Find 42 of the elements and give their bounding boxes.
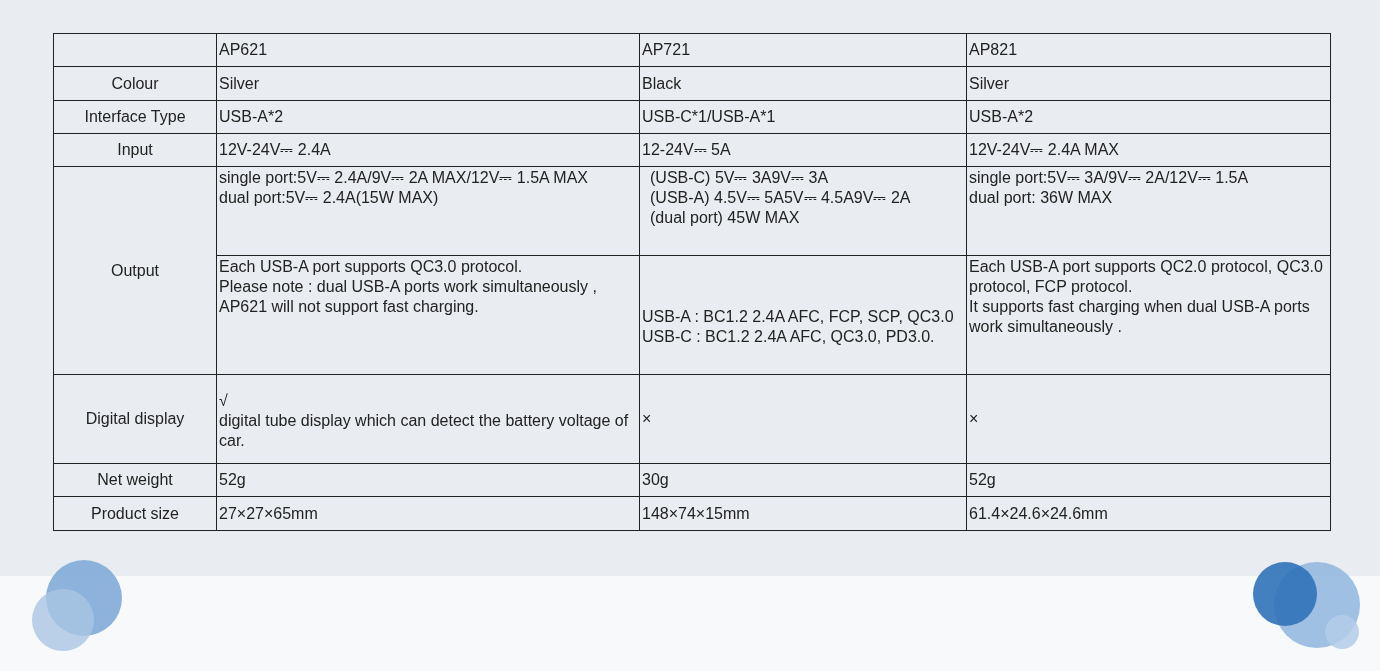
model-name: AP721 xyxy=(642,40,692,60)
spec-text: Silver xyxy=(219,73,260,94)
row-heading: Input xyxy=(116,140,154,160)
spec-text: single port:5V⎓ 3A/9V⎓ 2A/12V⎓ 1.5A xyxy=(969,168,1250,188)
model-name: AP621 xyxy=(219,40,269,60)
row-heading: Output xyxy=(110,260,160,281)
spec-text: 30g xyxy=(642,470,670,490)
spec-text: × xyxy=(642,409,653,429)
spec-text: 27×27×65mm xyxy=(219,503,319,524)
spec-text: dual port: 36W MAX xyxy=(969,188,1114,208)
spec-text: USB-A : BC1.2 2.4A AFC, FCP, SCP, QC3.0 xyxy=(642,306,955,327)
spec-text: single port:5V⎓ 2.4A/9V⎓ 2A MAX/12V⎓ 1.5A MAX xyxy=(219,168,589,188)
row-heading: Product size xyxy=(89,503,180,524)
spec-text: Each USB-A port supports QC2.0 protocol, QC3.0 protocol, FCP protocol. xyxy=(969,257,1324,297)
spec-text: 12-24V⎓ 5A xyxy=(642,140,732,160)
spec-text: USB-C*1/USB-A*1 xyxy=(642,107,777,127)
spec-text: 12V-24V⎓ 2.4A MAX xyxy=(969,140,1120,160)
model-name: AP821 xyxy=(969,40,1019,60)
spec-text: Each USB-A port supports QC3.0 protocol. xyxy=(219,257,524,277)
spec-text: 148×74×15mm xyxy=(642,503,751,524)
row-heading: Net weight xyxy=(96,470,174,490)
spec-text: USB-A*2 xyxy=(219,107,285,127)
spec-text: √ xyxy=(219,390,229,411)
row-heading: Interface Type xyxy=(83,107,187,127)
spec-text: It supports fast charging when dual USB-A ports work simultaneously . xyxy=(969,297,1311,337)
row-heading: Colour xyxy=(110,73,160,94)
spec-text: (USB-C) 5V⎓ 3A9V⎓ 3A xyxy=(649,168,830,188)
spec-text: 52g xyxy=(219,470,247,490)
spec-text: USB-A*2 xyxy=(969,107,1035,127)
spec-text: (USB-A) 4.5V⎓ 5A5V⎓ 4.5A9V⎓ 2A xyxy=(649,188,912,208)
spec-text: dual port:5V⎓ 2.4A(15W MAX) xyxy=(219,188,440,208)
spec-text: 52g xyxy=(969,470,997,490)
row-heading: Digital display xyxy=(84,409,186,429)
spec-text: digital tube display which can detect the battery voltage of car. xyxy=(219,410,630,451)
spec-text: 12V-24V⎓ 2.4A xyxy=(219,140,332,160)
spec-text: × xyxy=(969,409,980,429)
spec-text: Silver xyxy=(969,73,1010,94)
spec-text: 61.4×24.6×24.6mm xyxy=(969,503,1109,524)
spec-text: Black xyxy=(642,73,683,94)
spec-text: USB-C : BC1.2 2.4A AFC, QC3.0, PD3.0. xyxy=(642,326,936,347)
spec-text: Please note : dual USB-A ports work simultaneously , AP621 will not support fast charging. xyxy=(219,277,598,317)
spec-text: (dual port) 45W MAX xyxy=(649,208,801,228)
